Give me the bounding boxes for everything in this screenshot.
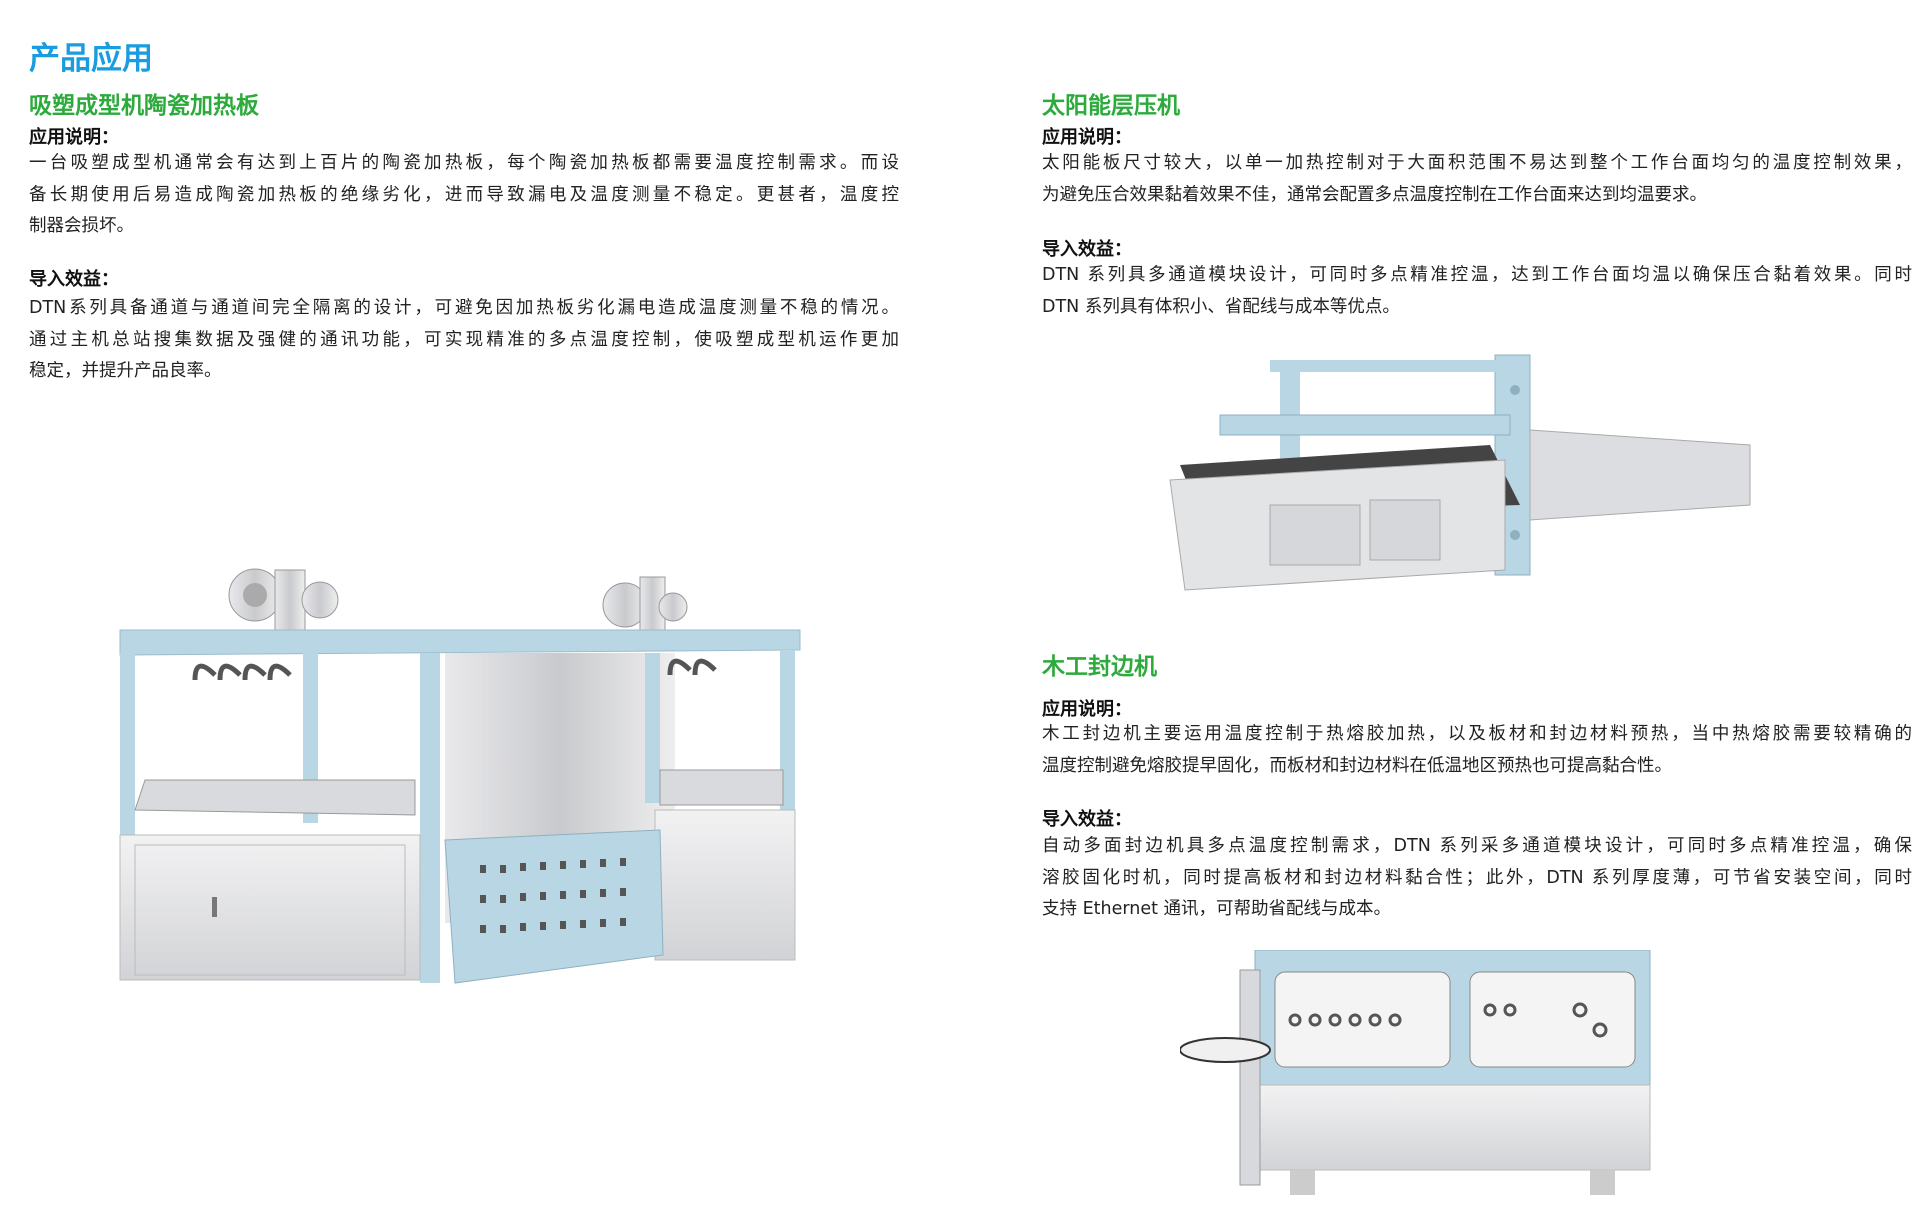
section-title-vacuum-forming: 吸塑成型机陶瓷加热板 — [29, 93, 259, 119]
application-label: 应用说明： — [1042, 699, 1132, 720]
benefit-label: 导入效益： — [1042, 239, 1132, 260]
text-line: 支持 Ethernet 通讯，可帮助省配线与成本。 — [1042, 899, 1392, 919]
page-title: 产品应用 — [29, 41, 153, 77]
text-line: 温度控制避免熔胶提早固化，而板材和封边材料在低温地区预热也可提高黏合性。 — [1042, 755, 1672, 776]
text-line: 通过主机总站搜集数据及强健的通讯功能，可实现精准的多点温度控制，使吸塑成型机运作… — [29, 329, 899, 350]
text-line: 为避免压合效果黏着效果不佳，通常会配置多点温度控制在工作台面来达到均温要求。 — [1042, 184, 1707, 205]
benefit-description: DTN 系列具多通道模块设计，可同时多点精准控温，达到工作台面均温以确保压合黏着… — [1042, 260, 1912, 323]
text-line: 太阳能板尺寸较大，以单一加热控制对于大面积范围不易达到整个工作台面均匀的温度控制… — [1042, 153, 1912, 173]
text-line: DTN 系列具多通道模块设计，可同时多点精准控温，达到工作台面均温以确保压合黏着… — [1042, 265, 1912, 285]
benefit-description: 自动多面封边机具多点温度控制需求，DTN 系列采多通道模块设计，可同时多点精准控… — [1042, 831, 1912, 926]
benefit-label: 导入效益： — [1042, 809, 1132, 830]
section-title-edge-bander: 木工封边机 — [1042, 654, 1157, 680]
benefit-description: DTN系列具备通道与通道间完全隔离的设计，可避免因加热板劣化漏电造成温度测量不稳… — [29, 293, 899, 388]
solar-laminator-image — [1169, 354, 1751, 591]
text-line: 稳定，并提升产品良率。 — [29, 361, 222, 381]
text-line: 制器会损坏。 — [29, 216, 134, 236]
benefit-label: 导入效益： — [29, 269, 119, 290]
text-line: 一台吸塑成型机通常会有达到上百片的陶瓷加热板，每个陶瓷加热板都需要温度控制需求。… — [29, 153, 899, 173]
vacuum-forming-machine-image — [119, 568, 801, 984]
text-line: DTN 系列具有体积小、省配线与成本等优点。 — [1042, 296, 1400, 317]
application-description: 太阳能板尺寸较大，以单一加热控制对于大面积范围不易达到整个工作台面均匀的温度控制… — [1042, 148, 1912, 211]
edge-banding-machine-image — [1180, 950, 1651, 1195]
application-description: 木工封边机主要运用温度控制于热熔胶加热，以及板材和封边材料预热，当中热熔胶需要较… — [1042, 719, 1912, 782]
text-line: 自动多面封边机具多点温度控制需求，DTN 系列采多通道模块设计，可同时多点精准控… — [1042, 836, 1912, 856]
application-label: 应用说明： — [29, 127, 119, 148]
text-line: 木工封边机主要运用温度控制于热熔胶加热，以及板材和封边材料预热，当中热熔胶需要较… — [1042, 724, 1912, 744]
application-label: 应用说明： — [1042, 127, 1132, 148]
section-title-solar-laminator: 太阳能层压机 — [1042, 93, 1180, 119]
application-description: 一台吸塑成型机通常会有达到上百片的陶瓷加热板，每个陶瓷加热板都需要温度控制需求。… — [29, 148, 899, 243]
text-line: 溶胶固化时机，同时提高板材和封边材料黏合性；此外，DTN 系列厚度薄，可节省安装… — [1042, 867, 1912, 888]
text-line: DTN系列具备通道与通道间完全隔离的设计，可避免因加热板劣化漏电造成温度测量不稳… — [29, 298, 899, 318]
text-line: 备长期使用后易造成陶瓷加热板的绝缘劣化，进而导致漏电及温度测量不稳定。更甚者，温… — [29, 184, 899, 205]
